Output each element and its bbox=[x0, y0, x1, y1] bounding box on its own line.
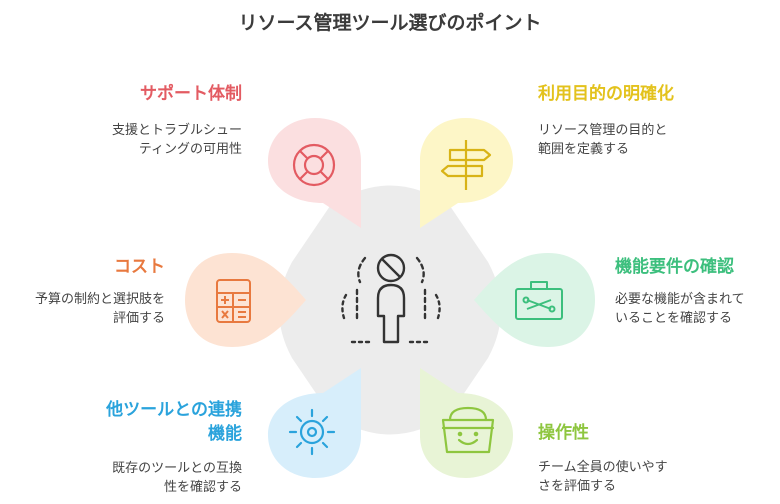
label-requirements: 機能要件の確認 bbox=[615, 257, 734, 277]
center-hub bbox=[279, 185, 501, 435]
label-purpose: 利用目的の明確化 bbox=[538, 84, 674, 104]
petal-requirements bbox=[474, 253, 595, 347]
signpost-icon bbox=[440, 140, 492, 190]
gear-sun-icon bbox=[288, 408, 336, 456]
desc-integration: 既存のツールとの互換 性を確認する bbox=[112, 461, 242, 495]
label-integration: 他ツールとの連携 機能 bbox=[106, 400, 242, 444]
petal-integration bbox=[268, 368, 361, 478]
label-cost: コスト bbox=[114, 257, 165, 277]
desc-requirements: 必要な機能が含まれて いることを確認する bbox=[615, 292, 745, 326]
label-usability: 操作性 bbox=[538, 423, 589, 443]
desc-purpose: リソース管理の目的と 範囲を定義する bbox=[538, 123, 668, 157]
happy-basket-icon bbox=[441, 406, 495, 454]
page-title: リソース管理ツール選びのポイント bbox=[238, 12, 542, 34]
calculator-icon bbox=[216, 279, 251, 323]
toolbox-icon bbox=[515, 281, 563, 320]
desc-support: 支援とトラブルシュー ティングの可用性 bbox=[111, 123, 242, 157]
person-thinking-icon bbox=[341, 253, 441, 344]
label-support: サポート体制 bbox=[140, 84, 242, 104]
desc-cost: 予算の制約と選択肢を 評価する bbox=[34, 292, 165, 326]
desc-usability: チーム全員の使いやす さを評価する bbox=[538, 460, 668, 494]
lifebuoy-icon bbox=[292, 143, 336, 187]
